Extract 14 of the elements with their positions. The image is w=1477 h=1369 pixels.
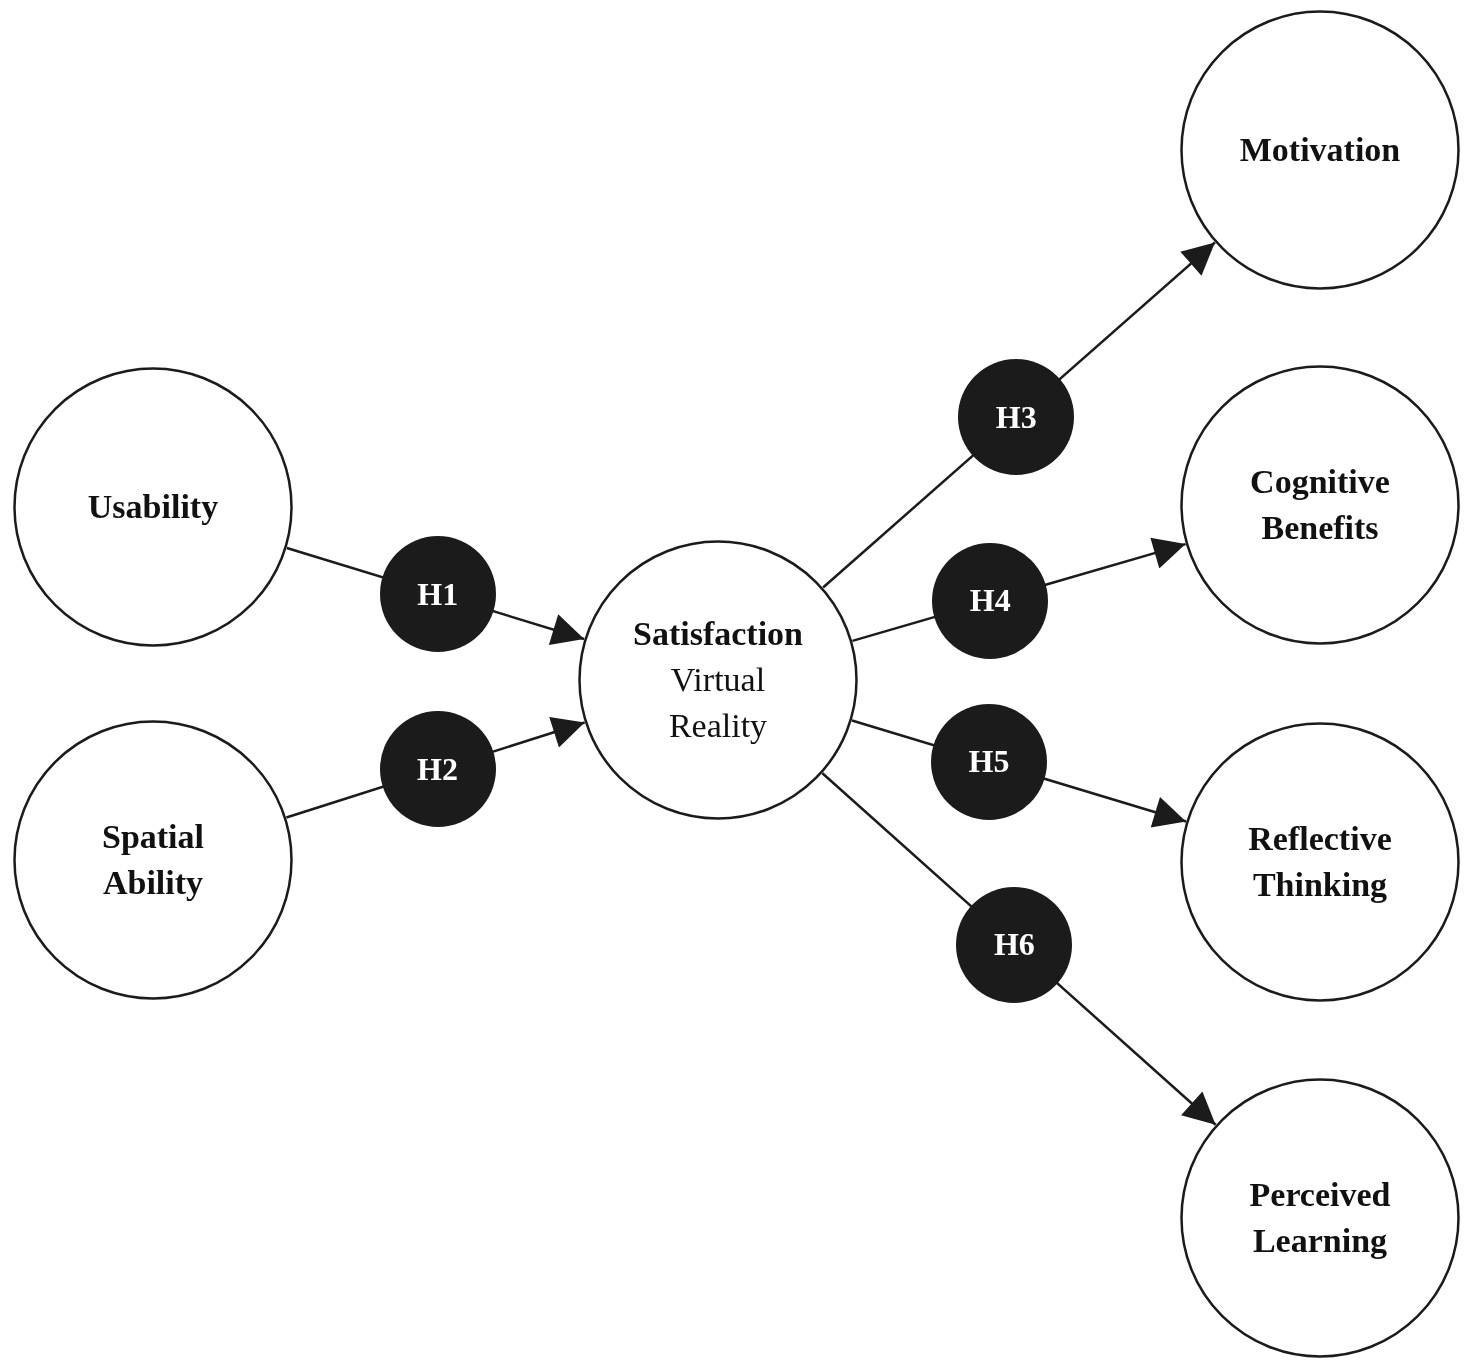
construct-name: Motivation (1238, 130, 1402, 170)
hypothesis-label: H1 (379, 536, 496, 653)
construct-name: Perceived Learning (1248, 1175, 1392, 1261)
construct-name: Usability (86, 487, 220, 527)
hypothesis-label: H6 (956, 886, 1073, 1003)
construct-subtitle: Virtual Reality (667, 660, 769, 746)
construct-name: Spatial Ability (100, 817, 205, 903)
hypothesis-label: H4 (932, 542, 1049, 659)
construct-name: Reflective Thinking (1247, 819, 1393, 905)
hypothesis-label: H5 (931, 703, 1047, 820)
construct-name: Satisfaction (632, 614, 804, 654)
hypothesis-label: H2 (379, 711, 496, 828)
hypothesis-label: H3 (958, 359, 1075, 476)
construct-name: Cognitive Benefits (1249, 462, 1391, 548)
